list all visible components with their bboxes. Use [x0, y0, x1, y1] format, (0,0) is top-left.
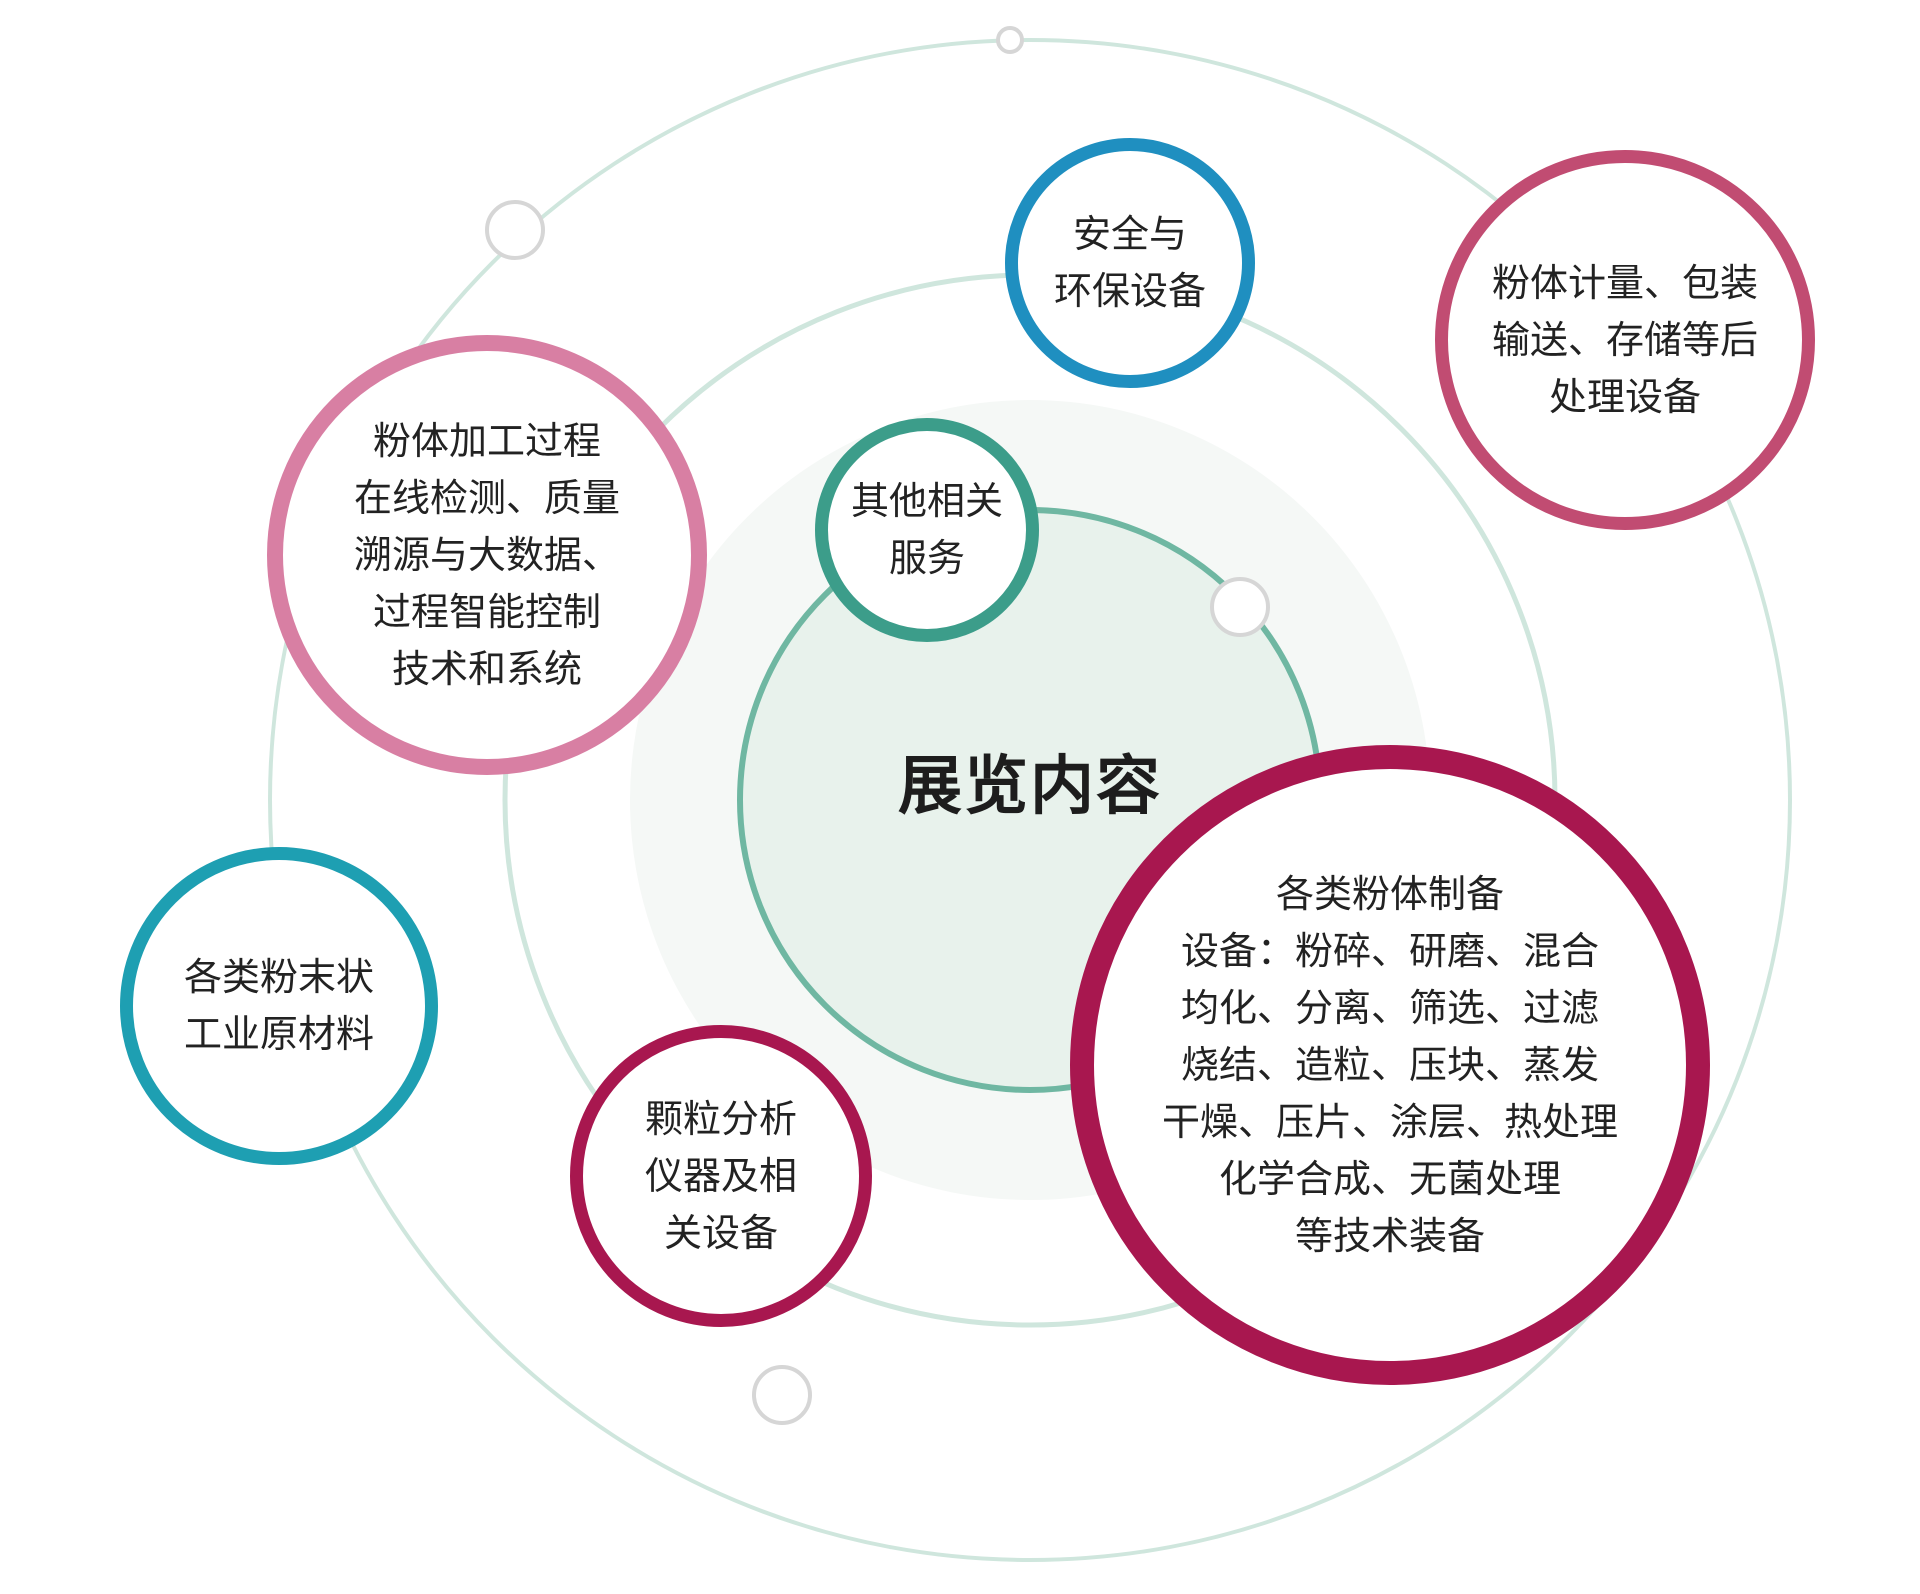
bubble-safety-env: 安全与 环保设备 — [1005, 138, 1255, 388]
bubble-preparation: 各类粉体制备 设备：粉碎、研磨、混合 均化、分离、筛选、过滤 烧结、造粒、压块、… — [1070, 745, 1710, 1385]
bubble-other-services-text: 其他相关 服务 — [850, 479, 1003, 580]
orbit-node-top — [996, 26, 1024, 54]
bubble-particle-analysis-text: 颗粒分析 仪器及相 关设备 — [644, 1096, 797, 1255]
bubble-particle-analysis: 颗粒分析 仪器及相 关设备 — [570, 1025, 872, 1327]
bubble-process-control-text: 粉体加工过程 在线检测、质量 溯源与大数据、 过程智能控制 技术和系统 — [353, 418, 620, 691]
bubble-post-processing-text: 粉体计量、包装 输送、存储等后 处理设备 — [1491, 260, 1758, 419]
outer-orbit — [268, 38, 1792, 1562]
orbit-node-inner — [1210, 577, 1270, 637]
bubble-other-services: 其他相关 服务 — [815, 418, 1039, 642]
bubble-safety-env-text: 安全与 环保设备 — [1053, 212, 1206, 313]
bubble-raw-materials: 各类粉末状 工业原材料 — [120, 847, 438, 1165]
center-title: 展览内容 — [898, 750, 1162, 824]
bubble-post-processing: 粉体计量、包装 输送、存储等后 处理设备 — [1435, 150, 1815, 530]
bubble-raw-materials-text: 各类粉末状 工业原材料 — [183, 955, 374, 1056]
bubble-process-control: 粉体加工过程 在线检测、质量 溯源与大数据、 过程智能控制 技术和系统 — [267, 335, 707, 775]
orbit-node-left — [485, 200, 545, 260]
orbit-node-bottom — [752, 1365, 812, 1425]
bubble-preparation-text: 各类粉体制备 设备：粉碎、研磨、混合 均化、分离、筛选、过滤 烧结、造粒、压块、… — [1161, 871, 1618, 1258]
